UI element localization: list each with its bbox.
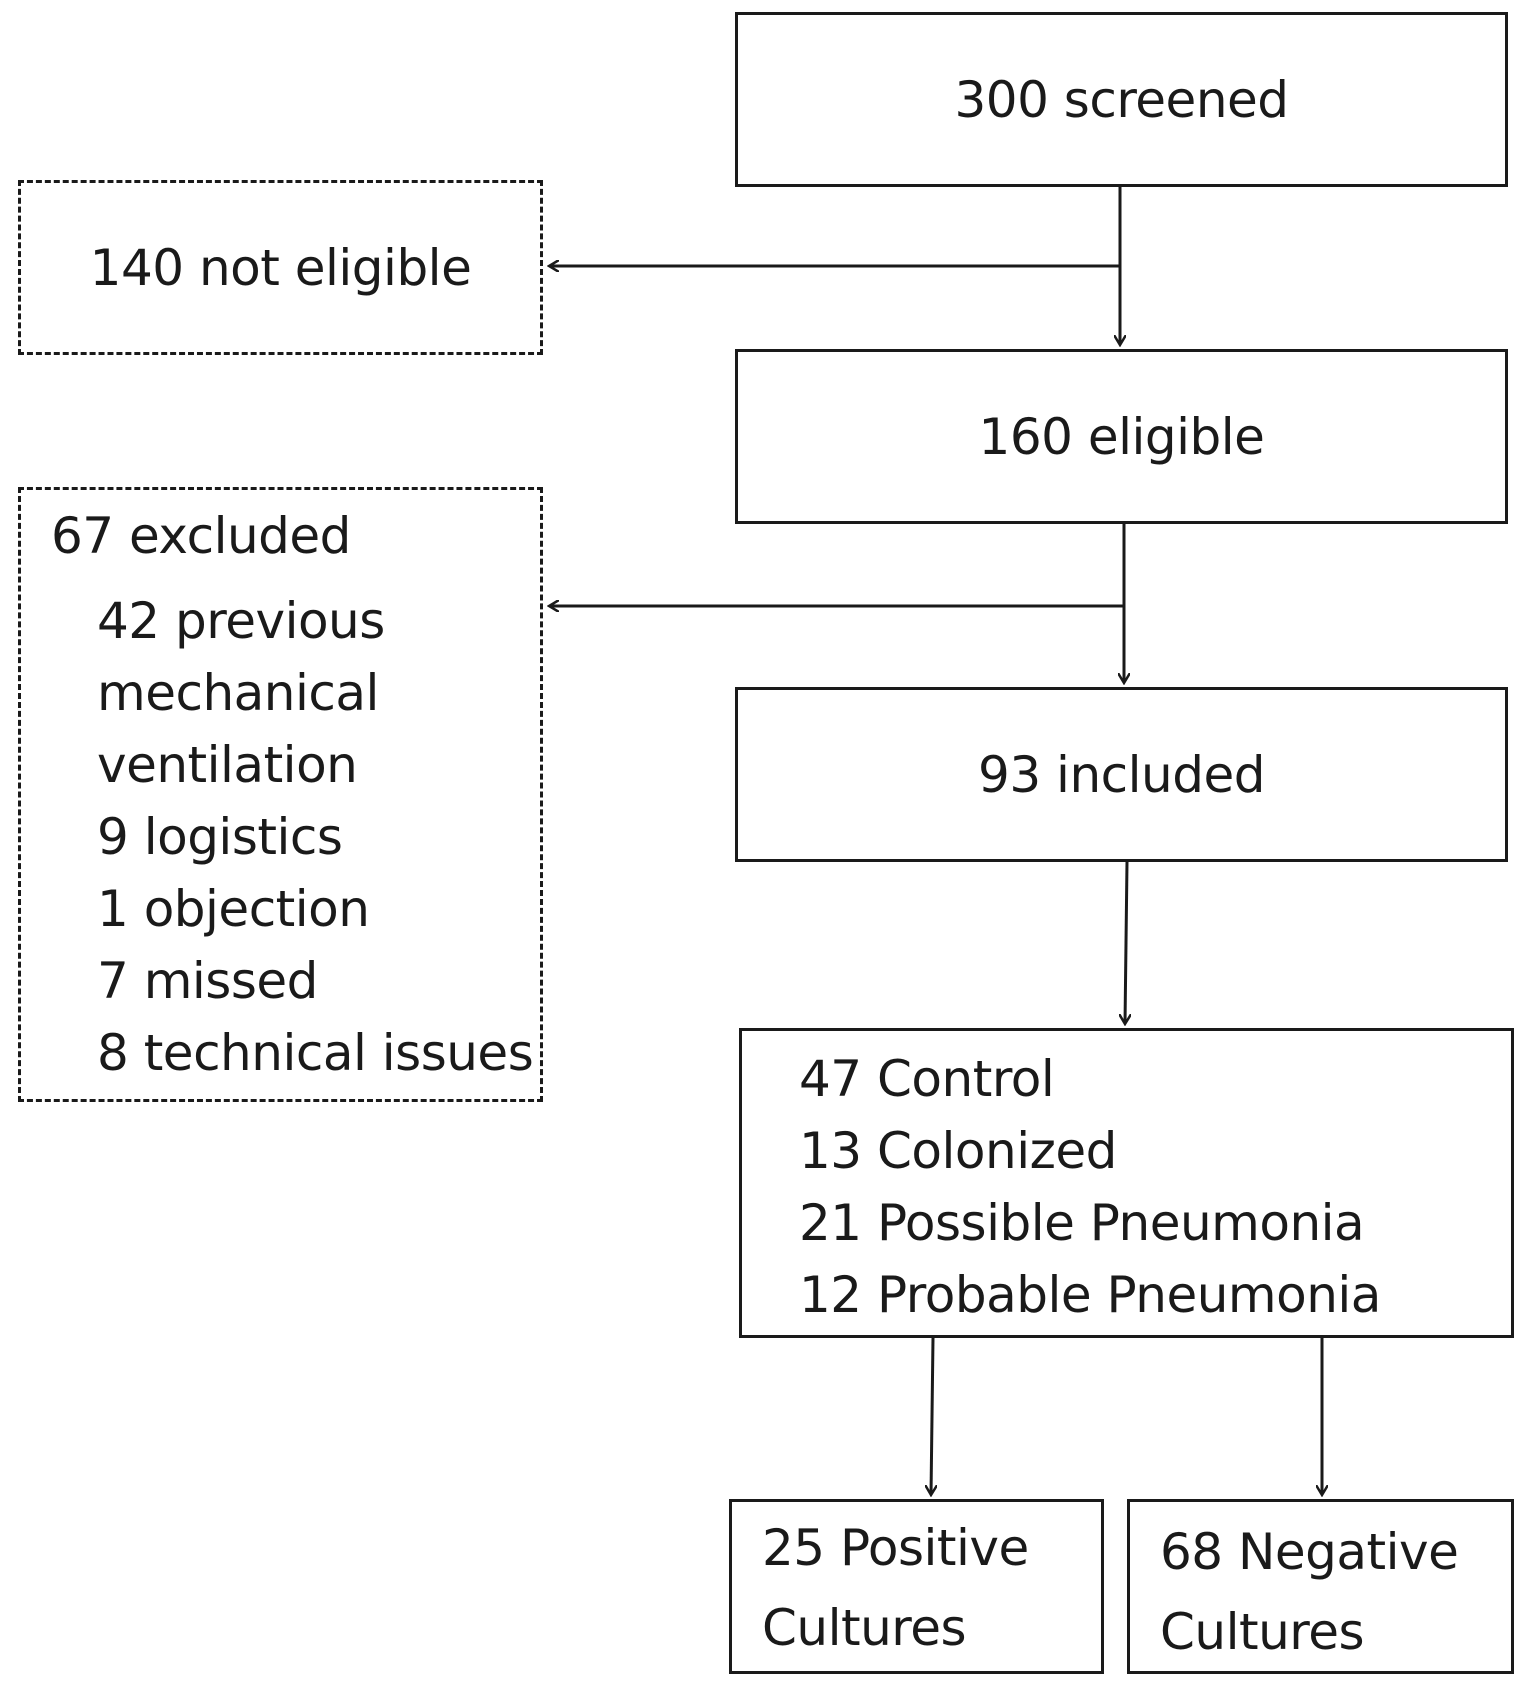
screened-label: 300 screened (954, 70, 1289, 129)
excluded-reason: 8 technical issues (97, 1024, 534, 1082)
negative-cultures-line: 68 Negative (1160, 1523, 1459, 1581)
excluded-reason: 42 previous (97, 592, 385, 650)
not-eligible-label: 140 not eligible (89, 238, 472, 297)
arrow-included-to-groups (1125, 861, 1127, 1024)
negative-cultures-box: 68 Negative Cultures (1127, 1499, 1514, 1674)
negative-cultures-text: 68 Negative Cultures (1160, 1512, 1459, 1672)
screened-box: 300 screened (735, 12, 1508, 187)
excluded-reason: ventilation (97, 736, 358, 794)
eligible-box: 160 eligible (735, 349, 1508, 524)
excluded-reason: mechanical (97, 664, 379, 722)
excluded-reasons: 42 previous mechanical ventilation 9 log… (97, 585, 534, 1089)
groups-list: 47 Control 13 Colonized 21 Possible Pneu… (799, 1043, 1381, 1331)
group-item: 13 Colonized (799, 1122, 1117, 1180)
negative-cultures-line: Cultures (1160, 1603, 1365, 1661)
arrow-groups-to-positive (931, 1337, 933, 1495)
excluded-title: 67 excluded (51, 507, 351, 565)
positive-cultures-box: 25 Positive Cultures (729, 1499, 1104, 1674)
excluded-box: 67 excluded 42 previous mechanical venti… (18, 487, 543, 1102)
excluded-text: 67 excluded (51, 500, 351, 572)
group-item: 21 Possible Pneumonia (799, 1194, 1365, 1252)
positive-cultures-line: Cultures (762, 1599, 967, 1657)
positive-cultures-line: 25 Positive (762, 1519, 1029, 1577)
positive-cultures-text: 25 Positive Cultures (762, 1508, 1029, 1668)
excluded-reason: 1 objection (97, 880, 370, 938)
groups-box: 47 Control 13 Colonized 21 Possible Pneu… (739, 1028, 1514, 1338)
excluded-reason: 7 missed (97, 952, 318, 1010)
group-item: 47 Control (799, 1050, 1055, 1108)
included-box: 93 included (735, 687, 1508, 862)
included-label: 93 included (978, 745, 1265, 804)
eligible-label: 160 eligible (978, 407, 1265, 466)
excluded-reason: 9 logistics (97, 808, 343, 866)
not-eligible-box: 140 not eligible (18, 180, 543, 355)
group-item: 12 Probable Pneumonia (799, 1266, 1381, 1324)
